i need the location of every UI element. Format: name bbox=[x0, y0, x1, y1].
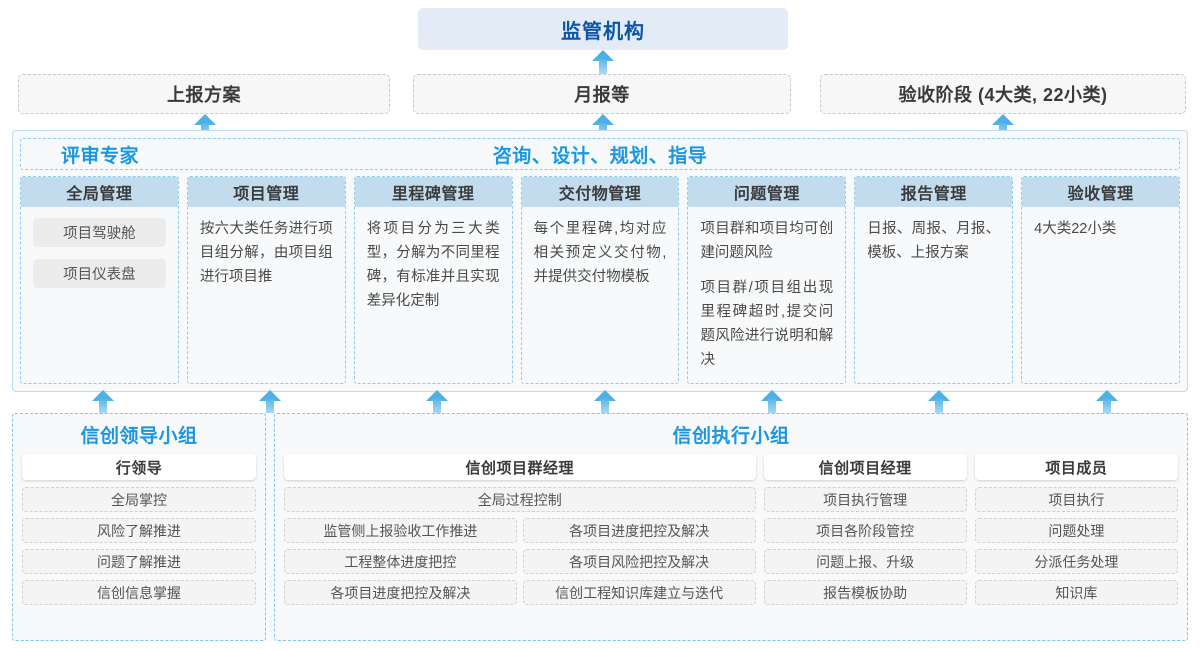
column-milestone-management[interactable]: 里程碑管理 将项目分为三大类型，分解为不同里程碑，有标准并且实现差异化定制 bbox=[353, 176, 513, 384]
role-item[interactable]: 信创信息掌握 bbox=[22, 580, 256, 605]
column-paragraph: 项目群/项目组出现里程碑超时,提交问题风险进行说明和解决 bbox=[700, 279, 834, 368]
column-body: 日报、周报、月报、模板、上报方案 bbox=[855, 207, 1012, 383]
role-item[interactable]: 监管侧上报验收工作推进 bbox=[284, 518, 517, 543]
management-columns: 全局管理 项目驾驶舱 项目仪表盘 项目管理 按六大类任务进行项目组分解，由项目组… bbox=[20, 176, 1181, 384]
column-acceptance-management[interactable]: 验收管理 4大类22小类 bbox=[1021, 176, 1181, 384]
column-title: 全局管理 bbox=[21, 177, 178, 207]
column-title: 报告管理 bbox=[855, 177, 1013, 207]
column-body: 每个里程碑,均对应相关预定义交付物,并提供交付物模板 bbox=[522, 207, 679, 383]
role-item[interactable]: 分派任务处理 bbox=[974, 549, 1178, 574]
column-paragraph: 4大类22小类 bbox=[1034, 221, 1117, 237]
role-item[interactable]: 问题上报、升级 bbox=[763, 549, 967, 574]
role-title: 信创项目群经理 bbox=[284, 454, 756, 480]
review-expert-label: 评审专家 bbox=[61, 145, 140, 167]
up-arrow-icon bbox=[1096, 390, 1118, 416]
role-item[interactable]: 知识库 bbox=[974, 580, 1178, 605]
consulting-design-label: 咨询、设计、规划、指导 bbox=[492, 145, 708, 167]
role-item[interactable]: 问题了解推进 bbox=[22, 549, 256, 574]
role-items: 项目执行管理 项目各阶段管控 问题上报、升级 报告模板协助 bbox=[763, 487, 967, 605]
role-title: 行领导 bbox=[22, 454, 256, 480]
column-body: 项目群和项目均可创建问题风险 项目群/项目组出现里程碑超时,提交问题风险进行说明… bbox=[688, 207, 845, 383]
role-items: 全局过程控制 监管侧上报验收工作推进 各项目进度把控及解决 工程整体进度把控 各… bbox=[284, 487, 756, 605]
role-list: 行领导 全局掌控 风险了解推进 问题了解推进 信创信息掌握 bbox=[22, 454, 256, 631]
group-title: 信创执行小组 bbox=[672, 426, 790, 447]
role-item[interactable]: 风险了解推进 bbox=[22, 518, 256, 543]
up-arrow-icon bbox=[426, 390, 448, 416]
column-paragraph: 项目群和项目均可创建问题风险 bbox=[700, 221, 834, 261]
role-item[interactable]: 工程整体进度把控 bbox=[284, 549, 517, 574]
column-title: 问题管理 bbox=[688, 177, 846, 207]
role-item[interactable]: 项目执行 bbox=[974, 487, 1178, 512]
role-project-manager[interactable]: 信创项目经理 项目执行管理 项目各阶段管控 问题上报、升级 报告模板协助 bbox=[763, 454, 967, 631]
column-paragraph: 每个里程碑,均对应相关预定义交付物,并提供交付物模板 bbox=[533, 221, 667, 285]
role-item[interactable]: 报告模板协助 bbox=[763, 580, 967, 605]
role-item[interactable]: 各项目风险把控及解决 bbox=[522, 549, 756, 574]
role-item[interactable]: 全局掌控 bbox=[22, 487, 256, 512]
column-project-management[interactable]: 项目管理 按六大类任务进行项目组分解，由项目组进行项目推 bbox=[186, 176, 346, 384]
role-item[interactable]: 各项目进度把控及解决 bbox=[284, 580, 517, 605]
column-report-management[interactable]: 报告管理 日报、周报、月报、模板、上报方案 bbox=[854, 176, 1014, 384]
column-title: 项目管理 bbox=[187, 177, 345, 207]
column-paragraph: 日报、周报、月报、模板、上报方案 bbox=[867, 221, 1001, 261]
role-list: 信创项目群经理 全局过程控制 监管侧上报验收工作推进 各项目进度把控及解决 工程… bbox=[284, 454, 1178, 631]
column-body: 项目驾驶舱 项目仪表盘 bbox=[21, 207, 178, 383]
column-paragraph: 按六大类任务进行项目组分解，由项目组进行项目推 bbox=[199, 221, 333, 285]
column-global-management[interactable]: 全局管理 项目驾驶舱 项目仪表盘 bbox=[20, 176, 179, 384]
column-deliverable-management[interactable]: 交付物管理 每个里程碑,均对应相关预定义交付物,并提供交付物模板 bbox=[520, 176, 680, 384]
regulator-box: 监管机构 bbox=[418, 8, 788, 50]
role-item[interactable]: 项目执行管理 bbox=[763, 487, 967, 512]
report-box-submission-plan[interactable]: 上报方案 bbox=[18, 74, 390, 114]
role-project-member[interactable]: 项目成员 项目执行 问题处理 分派任务处理 知识库 bbox=[974, 454, 1178, 631]
group-leading-team: 信创领导小组 行领导 全局掌控 风险了解推进 问题了解推进 信创信息掌握 bbox=[12, 413, 266, 641]
up-arrow-icon bbox=[928, 390, 950, 416]
column-paragraph: 将项目分为三大类型，分解为不同里程碑，有标准并且实现差异化定制 bbox=[366, 221, 500, 309]
up-arrow-icon bbox=[594, 390, 616, 416]
role-item[interactable]: 全局过程控制 bbox=[284, 487, 756, 512]
role-title: 项目成员 bbox=[974, 454, 1178, 480]
up-arrow-icon bbox=[259, 390, 281, 416]
role-bank-leadership[interactable]: 行领导 全局掌控 风险了解推进 问题了解推进 信创信息掌握 bbox=[22, 454, 256, 631]
up-arrow-icon bbox=[761, 390, 783, 416]
role-item[interactable]: 信创工程知识库建立与迭代 bbox=[522, 580, 756, 605]
column-title: 里程碑管理 bbox=[354, 177, 512, 207]
role-items: 项目执行 问题处理 分派任务处理 知识库 bbox=[974, 487, 1178, 605]
column-issue-management[interactable]: 问题管理 项目群和项目均可创建问题风险 项目群/项目组出现里程碑超时,提交问题风… bbox=[687, 176, 847, 384]
organization-panel: 信创领导小组 行领导 全局掌控 风险了解推进 问题了解推进 信创信息掌握 信创执… bbox=[12, 413, 1188, 641]
role-item[interactable]: 问题处理 bbox=[974, 518, 1178, 543]
column-title: 验收管理 bbox=[1022, 177, 1180, 207]
group-execution-team: 信创执行小组 信创项目群经理 全局过程控制 监管侧上报验收工作推进 各项目进度把… bbox=[274, 413, 1188, 641]
report-box-acceptance-stage[interactable]: 验收阶段 (4大类, 22小类) bbox=[820, 74, 1186, 114]
management-capability-panel: 评审专家 咨询、设计、规划、指导 全局管理 项目驾驶舱 项目仪表盘 项目管理 按… bbox=[12, 130, 1188, 392]
column-title: 交付物管理 bbox=[521, 177, 679, 207]
column-body: 按六大类任务进行项目组分解，由项目组进行项目推 bbox=[188, 207, 345, 383]
report-box-monthly-report[interactable]: 月报等 bbox=[413, 74, 791, 114]
role-program-manager[interactable]: 信创项目群经理 全局过程控制 监管侧上报验收工作推进 各项目进度把控及解决 工程… bbox=[284, 454, 756, 631]
role-item[interactable]: 各项目进度把控及解决 bbox=[522, 518, 756, 543]
role-title: 信创项目经理 bbox=[763, 454, 967, 480]
management-band-header: 评审专家 咨询、设计、规划、指导 bbox=[20, 138, 1180, 170]
up-arrow-icon bbox=[592, 50, 614, 76]
pill-item[interactable]: 项目仪表盘 bbox=[33, 259, 166, 288]
group-title: 信创领导小组 bbox=[80, 426, 198, 447]
column-body: 4大类22小类 bbox=[1022, 207, 1179, 383]
role-items: 全局掌控 风险了解推进 问题了解推进 信创信息掌握 bbox=[22, 487, 256, 605]
column-body: 将项目分为三大类型，分解为不同里程碑，有标准并且实现差异化定制 bbox=[355, 207, 512, 383]
pill-item[interactable]: 项目驾驶舱 bbox=[33, 218, 166, 247]
role-item[interactable]: 项目各阶段管控 bbox=[763, 518, 967, 543]
up-arrow-icon bbox=[92, 390, 114, 416]
